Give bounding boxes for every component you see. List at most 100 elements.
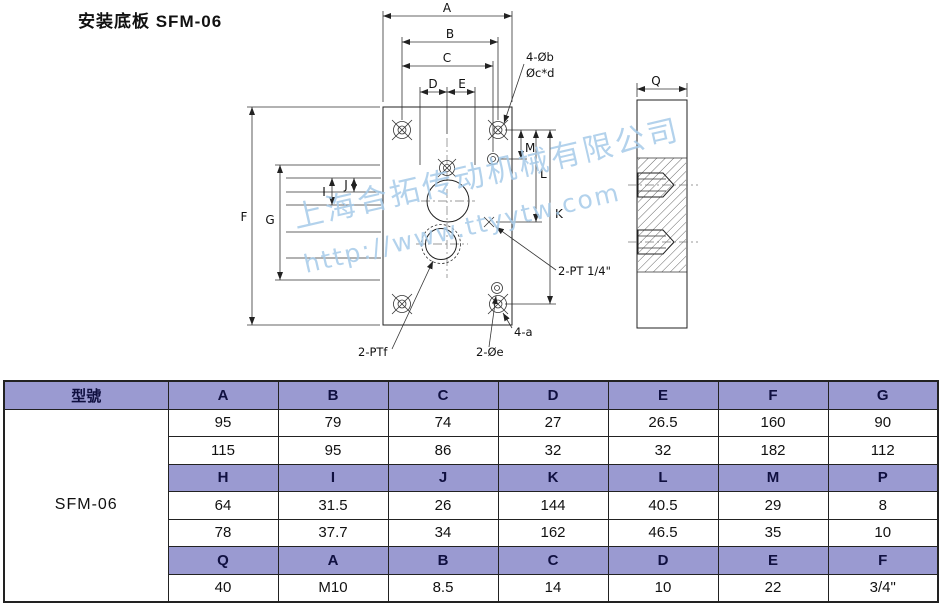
note-corner-holes: 4-Øb	[526, 50, 554, 64]
dim-value-cell: 86	[387, 436, 499, 465]
note-through-holes: 2-Øe	[476, 345, 504, 359]
dim-value-cell: 3/4"	[827, 573, 939, 603]
dim-letter-cell: A	[167, 380, 279, 410]
mounting-hole-icon	[391, 293, 413, 315]
dim-letter-cell: F	[827, 546, 939, 575]
small-hole-icon	[437, 158, 457, 178]
small-hole-icon	[487, 153, 499, 165]
dim-value-cell: 31.5	[277, 491, 389, 520]
model-value-cell: SFM-06	[3, 408, 169, 603]
dim-value-cell: 74	[387, 408, 499, 437]
dim-value-cell: 14	[497, 573, 609, 603]
dim-value-cell: 32	[497, 436, 609, 465]
dim-value-cell: 32	[607, 436, 719, 465]
dim-letter-cell: E	[607, 380, 719, 410]
dim-label-i: I	[322, 185, 326, 199]
dim-letter-cell: M	[717, 463, 829, 492]
dim-value-cell: M10	[277, 573, 389, 603]
dim-label-j: J	[343, 178, 348, 192]
dim-letter-cell: E	[717, 546, 829, 575]
dim-letter-cell: I	[277, 463, 389, 492]
side-view: Q	[628, 74, 698, 329]
dim-value-cell: 78	[167, 518, 279, 547]
dim-value-cell: 79	[277, 408, 389, 437]
dim-value-cell: 29	[717, 491, 829, 520]
dim-value-cell: 8.5	[387, 573, 499, 603]
dim-value-cell: 8	[827, 491, 939, 520]
plate-outline	[382, 106, 513, 326]
dim-label-q: Q	[651, 74, 660, 88]
dim-value-cell: 95	[167, 408, 279, 437]
technical-drawing: A B C D E F G I J	[241, 1, 698, 359]
threaded-port-section	[628, 229, 698, 255]
dim-letter-cell: J	[387, 463, 499, 492]
dim-value-cell: 182	[717, 436, 829, 465]
dim-value-cell: 35	[717, 518, 829, 547]
dim-letter-cell: D	[497, 380, 609, 410]
note-bottom-port: 2-PTf	[358, 345, 388, 359]
dim-label-l: L	[540, 167, 547, 181]
dim-label-m: M	[525, 141, 535, 155]
dim-value-cell: 144	[497, 491, 609, 520]
dim-value-cell: 46.5	[607, 518, 719, 547]
threaded-port-section	[628, 172, 698, 198]
dim-value-cell: 26.5	[607, 408, 719, 437]
dim-value-cell: 26	[387, 491, 499, 520]
dim-label-k: K	[555, 207, 564, 221]
dim-letter-cell: D	[607, 546, 719, 575]
dim-value-cell: 34	[387, 518, 499, 547]
dim-value-cell: 90	[827, 408, 939, 437]
small-hole-icon	[491, 282, 503, 294]
note-counterbore: Øc*d	[526, 66, 554, 80]
dim-value-cell: 10	[827, 518, 939, 547]
model-column-header: 型號	[3, 380, 169, 410]
front-view	[382, 106, 513, 326]
annotations: 4-Øb Øc*d 2-PT 1/4" 4-a 2-Øe 2-PTf	[358, 50, 611, 359]
note-small-taps: 4-a	[514, 325, 533, 339]
dim-letter-cell: K	[497, 463, 609, 492]
dimension-lines: A B C D E F G I J	[241, 1, 564, 326]
dim-label-e: E	[458, 77, 466, 91]
dim-value-cell: 10	[607, 573, 719, 603]
dim-letter-cell: C	[497, 546, 609, 575]
dim-label-f: F	[241, 210, 248, 224]
dim-label-b: B	[446, 27, 454, 41]
page-title: 安装底板 SFM-06	[78, 12, 223, 31]
dim-value-cell: 37.7	[277, 518, 389, 547]
dim-letter-cell: L	[607, 463, 719, 492]
dim-value-cell: 95	[277, 436, 389, 465]
section-hatch	[638, 158, 686, 272]
dim-value-cell: 40.5	[607, 491, 719, 520]
dim-letter-cell: G	[827, 380, 939, 410]
side-plate-outline	[636, 99, 688, 329]
dim-value-cell: 115	[167, 436, 279, 465]
dim-label-a: A	[443, 1, 452, 15]
dim-value-cell: 160	[717, 408, 829, 437]
dim-value-cell: 64	[167, 491, 279, 520]
dim-value-cell: 162	[497, 518, 609, 547]
watermark: 上海合拓传动机械有限公司 http://www.ttyytw.com	[290, 113, 684, 279]
dim-label-c: C	[443, 51, 451, 65]
dim-letter-cell: H	[167, 463, 279, 492]
dim-letter-cell: Q	[167, 546, 279, 575]
note-side-ports: 2-PT 1/4"	[558, 264, 611, 278]
dim-letter-cell: B	[387, 546, 499, 575]
mounting-hole-icon	[391, 119, 413, 141]
dim-letter-cell: C	[387, 380, 499, 410]
dim-label-g: G	[265, 213, 274, 227]
main-port-circle	[426, 179, 470, 223]
dim-letter-cell: B	[277, 380, 389, 410]
dim-value-cell: 22	[717, 573, 829, 603]
dim-label-d: D	[428, 77, 437, 91]
dim-letter-cell: P	[827, 463, 939, 492]
dim-value-cell: 40	[167, 573, 279, 603]
dim-value-cell: 112	[827, 436, 939, 465]
